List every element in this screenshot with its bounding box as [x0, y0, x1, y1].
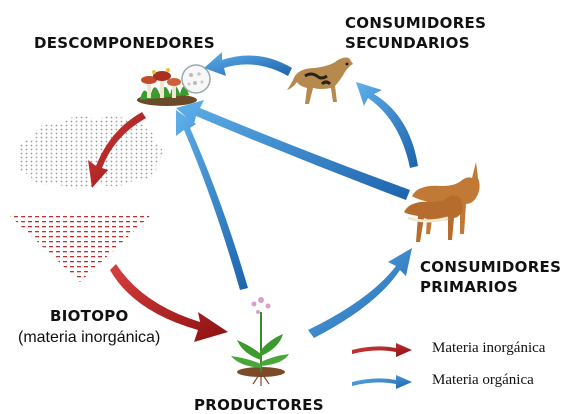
- legend-blue-arrow: [352, 375, 412, 389]
- inorganic-triangle-icon: [8, 214, 152, 282]
- gazelles-icon: [404, 162, 480, 242]
- flower-plant-icon: [231, 297, 289, 386]
- legend-label-organica: Materia orgánica: [432, 372, 534, 389]
- arrow-secondary-to-decomposers: [204, 52, 292, 76]
- label-consumidores-secundarios-2: SECUNDARIOS: [345, 34, 470, 52]
- arrow-producers-to-decomposers: [176, 110, 248, 290]
- label-biotopo: BIOTOPO: [50, 307, 129, 325]
- label-consumidores-primarios-2: PRIMARIOS: [420, 278, 518, 296]
- arrow-primary-to-secondary: [356, 82, 418, 168]
- wild-dog-icon: [287, 58, 353, 105]
- microorganism-icon: [182, 65, 210, 93]
- legend-red-arrow: [352, 343, 412, 357]
- soil-cloud-icon: [18, 116, 163, 189]
- label-consumidores-secundarios-1: CONSUMIDORES: [345, 14, 486, 32]
- legend-label-inorganica: Materia inorgánica: [432, 340, 545, 357]
- label-consumidores-primarios-1: CONSUMIDORES: [420, 258, 561, 276]
- label-productores: PRODUCTORES: [194, 396, 324, 414]
- label-descomponedores: DESCOMPONEDORES: [34, 34, 215, 52]
- arrow-producers-to-primary: [308, 248, 412, 338]
- label-biotopo-sub: (materia inorgánica): [18, 329, 160, 347]
